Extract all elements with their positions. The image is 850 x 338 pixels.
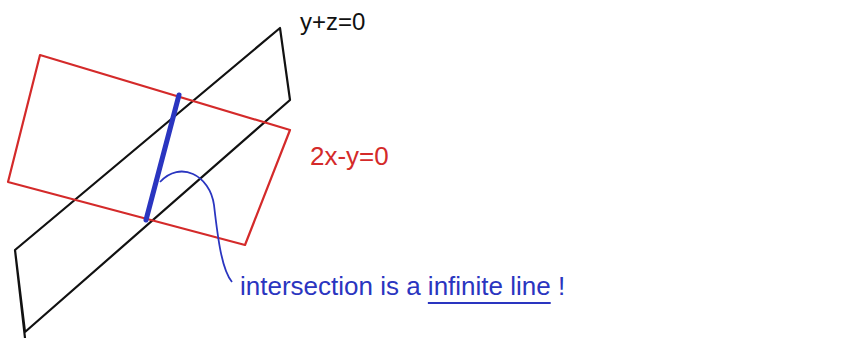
- note-text: intersection is a infinite line !: [240, 272, 565, 302]
- plane-equation: y+z=0: [300, 8, 365, 36]
- intersection-line: [146, 95, 179, 220]
- plane-equation: 2x-y=0: [310, 142, 389, 172]
- underline: [428, 302, 551, 304]
- leader-line: [160, 172, 232, 282]
- plane-outline: [8, 55, 290, 245]
